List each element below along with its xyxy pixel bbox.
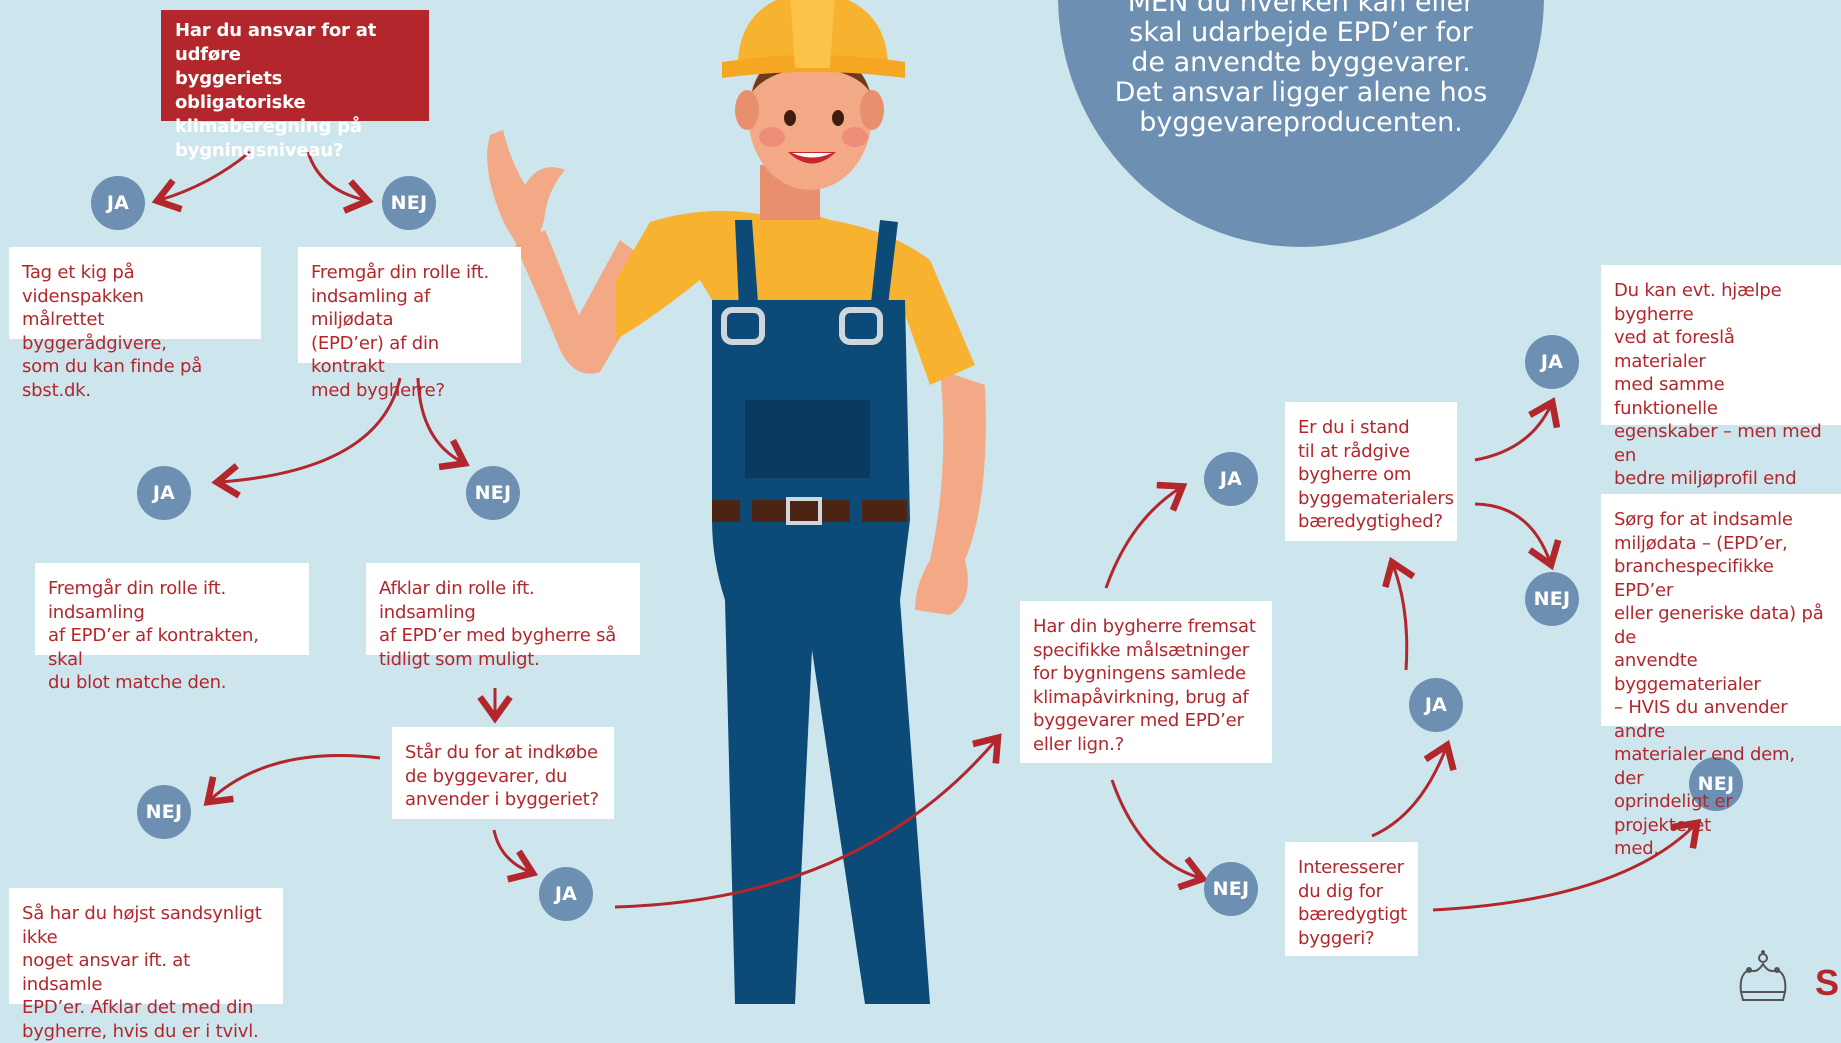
- answer-ja-4: JA: [1204, 452, 1258, 506]
- answer-nej-6: NEJ: [1689, 757, 1743, 811]
- node-maalsaetninger: Har din bygherre fremsat specifikke måls…: [1020, 601, 1272, 763]
- node-rolle-kontrakt: Fremgår din rolle ift. indsamling af mil…: [298, 247, 521, 401]
- crown-icon: [1739, 950, 1787, 1001]
- node-intet-ansvar: Så har du højst sandsynligt ikke noget a…: [9, 888, 283, 1042]
- logo-text: S: [1815, 962, 1840, 1003]
- answer-nej-3: NEJ: [137, 785, 191, 839]
- answer-ja-1: JA: [91, 176, 145, 230]
- answer-nej-1: NEJ: [382, 176, 436, 230]
- info-bubble-text: MEN du hverken kan eller skal udarbejde …: [1114, 0, 1488, 138]
- answer-nej-4: NEJ: [1204, 862, 1258, 916]
- node-afklar-rolle: Afklar din rolle ift. indsamling af EPD’…: [366, 563, 640, 670]
- answer-nej-5: NEJ: [1525, 572, 1579, 626]
- start-question: Har du ansvar for at udføre byggeriets o…: [161, 10, 429, 161]
- answer-ja-5: JA: [1409, 678, 1463, 732]
- node-indsamle: Sørg for at indsamle miljødata – (EPD’er…: [1601, 494, 1841, 859]
- node-videnspakken: Tag et kig på videnspakken målrettet byg…: [9, 247, 261, 401]
- node-hjaelpe: Du kan evt. hjælpe bygherre ved at fores…: [1601, 265, 1841, 536]
- answer-ja-3: JA: [539, 867, 593, 921]
- answer-ja-6: JA: [1525, 335, 1579, 389]
- construction-worker-illustration: [487, 0, 986, 1004]
- flow-arrows: [151, 150, 1702, 912]
- node-raadgive: Er du i stand til at rådgive bygherre om…: [1285, 402, 1457, 541]
- node-match-rolle: Fremgår din rolle ift. indsamling af EPD…: [35, 563, 309, 693]
- answer-nej-2: NEJ: [466, 466, 520, 520]
- answer-ja-2: JA: [137, 466, 191, 520]
- node-indkoebe: Står du for at indkøbe de byggevarer, du…: [392, 727, 614, 819]
- node-interesse: Interesserer du dig for bæredygtigt bygg…: [1285, 842, 1418, 956]
